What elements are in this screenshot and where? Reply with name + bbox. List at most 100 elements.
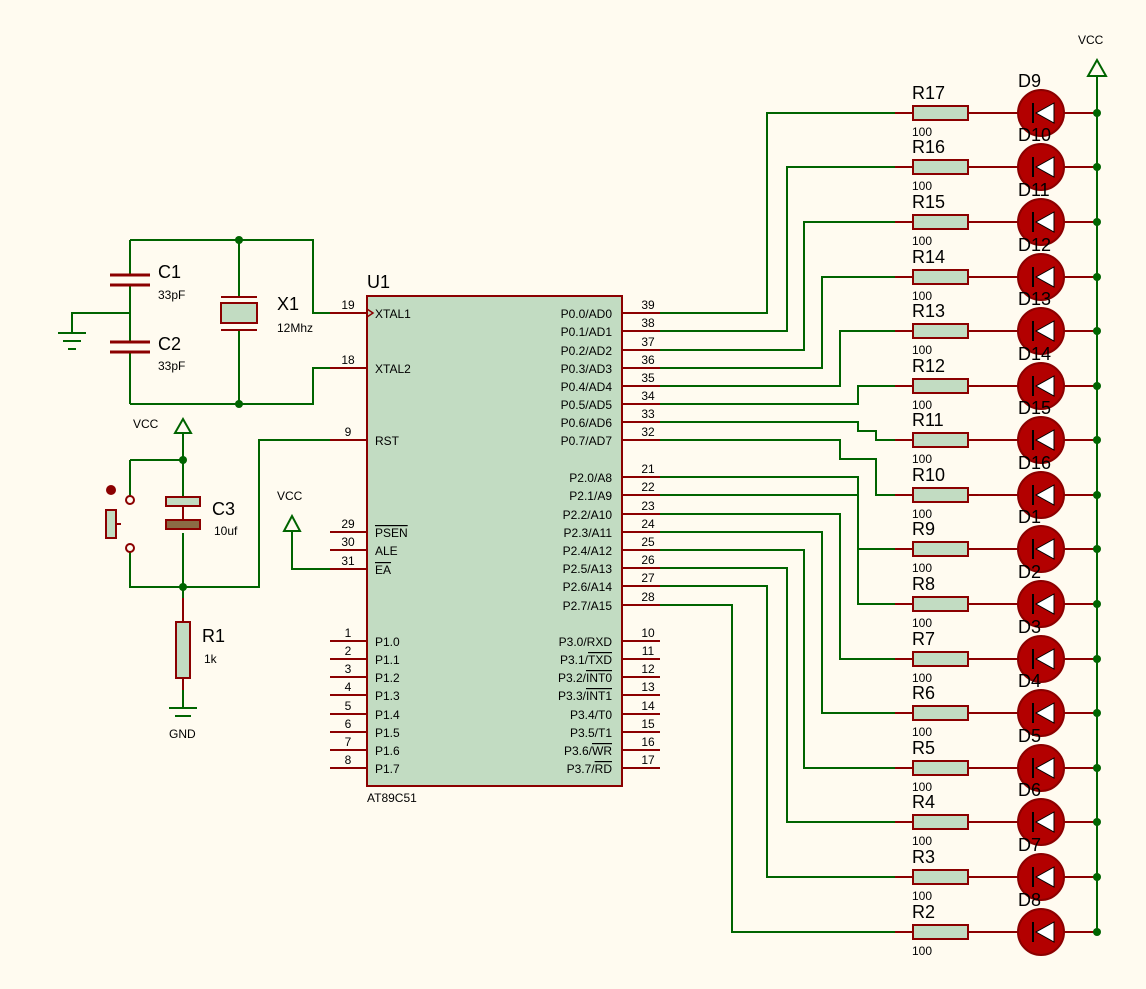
junction bbox=[1093, 873, 1101, 881]
mcu-u1: U1 AT89C51 19XTAL118XTAL29RST29PSEN30ALE… bbox=[330, 272, 660, 805]
led-ref: D8 bbox=[1018, 890, 1041, 910]
diode-symbol bbox=[1034, 320, 1055, 342]
pin-name: P0.6/AD6 bbox=[561, 416, 613, 430]
resistor-body bbox=[912, 924, 969, 940]
pin-name: P0.4/AD4 bbox=[561, 380, 613, 394]
pin-name: P1.6 bbox=[375, 744, 400, 758]
wire-rst bbox=[183, 439, 330, 588]
pin-name: P3.7/RD bbox=[567, 762, 613, 776]
led-ref: D12 bbox=[1018, 235, 1051, 255]
junction bbox=[1093, 600, 1101, 608]
resistor-body bbox=[912, 378, 969, 394]
resistor-ref: R6 bbox=[912, 683, 935, 703]
pin-number: 23 bbox=[641, 499, 655, 513]
resistor-ref: R2 bbox=[912, 902, 935, 922]
pin-name-text: P2.3/A11 bbox=[564, 526, 613, 540]
pin-name: P2.5/A13 bbox=[563, 562, 613, 576]
pin-number: 9 bbox=[345, 425, 352, 439]
port-wire bbox=[660, 585, 895, 878]
led-ref: D13 bbox=[1018, 289, 1051, 309]
led-ref: D14 bbox=[1018, 344, 1051, 364]
pin-name: P2.6/A14 bbox=[563, 580, 613, 594]
resistor-ref: R15 bbox=[912, 192, 945, 212]
pin-name-overline: RD bbox=[595, 762, 613, 776]
port-wire bbox=[660, 276, 895, 369]
c1-value: 33pF bbox=[158, 288, 185, 302]
led-ref: D6 bbox=[1018, 780, 1041, 800]
c2-value: 33pF bbox=[158, 359, 185, 373]
pin-number: 1 bbox=[345, 626, 352, 640]
port-wire bbox=[660, 549, 895, 769]
resistor-body bbox=[912, 487, 969, 503]
resistor-value: 100 bbox=[912, 452, 932, 466]
junction bbox=[1093, 436, 1101, 444]
pin-number: 26 bbox=[641, 553, 655, 567]
port-wire bbox=[660, 221, 895, 351]
mcu-pin-left: 5P1.4 bbox=[330, 699, 400, 722]
oscillator-circuit: C1 33pF C2 33pF X1 12Mhz bbox=[58, 236, 330, 408]
junction bbox=[1093, 928, 1101, 936]
capacitor-c3: C3 10uf bbox=[165, 496, 238, 538]
c2-ref: C2 bbox=[158, 334, 181, 354]
pin-name: P1.0 bbox=[375, 635, 400, 649]
pin-name: XTAL2 bbox=[375, 362, 411, 376]
port-wire bbox=[660, 494, 895, 605]
port-wire bbox=[660, 531, 895, 714]
led-ref: D11 bbox=[1018, 180, 1050, 200]
resistor-ref: R11 bbox=[912, 410, 944, 430]
pin-name: RST bbox=[375, 434, 400, 448]
resistor-ref: R14 bbox=[912, 247, 945, 267]
wire-xtal1 bbox=[130, 239, 330, 314]
port-wire bbox=[660, 112, 895, 314]
port-wires bbox=[660, 112, 895, 933]
resistor-body bbox=[912, 814, 969, 830]
pin-number: 16 bbox=[641, 735, 655, 749]
pin-name-text: P3.6/ bbox=[564, 744, 593, 758]
pin-number: 7 bbox=[345, 735, 352, 749]
resistor-ref: R3 bbox=[912, 847, 935, 867]
pin-name: P2.1/A9 bbox=[569, 489, 612, 503]
diode-symbol bbox=[1034, 156, 1055, 178]
ground-symbol bbox=[58, 332, 86, 350]
resistor-body bbox=[912, 541, 969, 557]
port-wire bbox=[660, 166, 895, 332]
vcc-arrow-ea bbox=[282, 513, 302, 532]
pin-name-text: P2.1/A9 bbox=[569, 489, 612, 503]
pin-number: 22 bbox=[641, 480, 655, 494]
pin-name: P2.3/A11 bbox=[564, 526, 613, 540]
pin-name-text: P3.3/ bbox=[558, 689, 587, 703]
pin-name: PSEN bbox=[375, 526, 408, 540]
resistor-body bbox=[912, 869, 969, 885]
mcu-pin-left: 4P1.3 bbox=[330, 680, 400, 703]
pin-name-text: P3.5/T1 bbox=[570, 726, 612, 740]
pin-name: P0.0/AD0 bbox=[561, 307, 613, 321]
pin-name: P1.2 bbox=[375, 671, 400, 685]
pin-name-text: P3.2/ bbox=[558, 671, 587, 685]
pin-name-text: P2.0/A8 bbox=[569, 471, 612, 485]
pin-number: 15 bbox=[641, 717, 655, 731]
pin-name-text: P2.2/A10 bbox=[563, 508, 613, 522]
diode-symbol bbox=[1034, 429, 1055, 451]
pin-name-text: P2.6/A14 bbox=[563, 580, 613, 594]
port-wire bbox=[660, 513, 895, 660]
pin-number: 27 bbox=[641, 571, 655, 585]
